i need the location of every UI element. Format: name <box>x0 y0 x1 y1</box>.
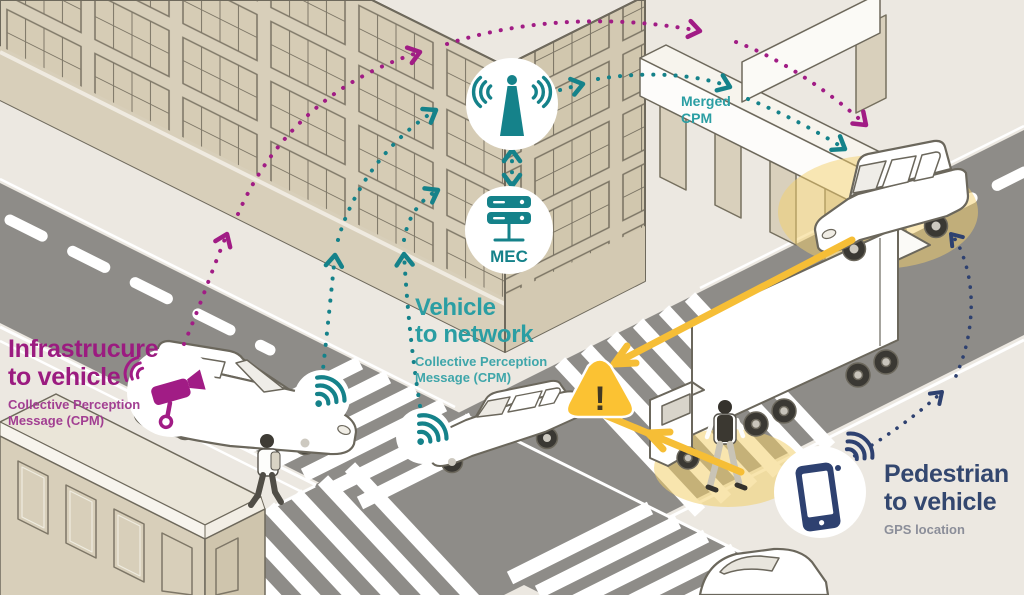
mec-badge: MEC <box>465 186 553 274</box>
elevated-structure-right <box>741 0 887 114</box>
doors <box>17 460 239 595</box>
cellular-antenna-icon <box>471 75 553 136</box>
main-building <box>0 0 646 353</box>
cctv-camera-icon <box>119 353 206 430</box>
pedestrian-right <box>704 400 748 493</box>
arc-vehicle-to-network <box>320 72 848 408</box>
antenna-badge <box>466 58 558 150</box>
low-building <box>0 393 266 595</box>
wifi-badge-left-car <box>294 370 350 426</box>
car-bottom <box>698 547 830 595</box>
camera-badge <box>119 347 217 437</box>
warning-exclamation: ! <box>594 380 605 418</box>
phone-badge <box>774 428 878 538</box>
hazard-arrow-from-suv <box>610 236 856 368</box>
truck-wheels <box>676 349 899 470</box>
mec-label: MEC <box>490 247 528 266</box>
pedestrian-left <box>248 434 284 508</box>
arc-pedestrian-to-vehicle <box>844 232 973 463</box>
smartphone-icon <box>795 428 878 532</box>
warning-triangle-icon: ! <box>565 358 635 419</box>
communication-arcs <box>182 18 973 463</box>
mec-server-icon <box>487 196 531 242</box>
sedan <box>426 379 587 474</box>
arc-infrastructure-to-vehicle <box>182 18 869 346</box>
wifi-badge-sedan <box>396 408 452 464</box>
suv <box>813 139 970 262</box>
